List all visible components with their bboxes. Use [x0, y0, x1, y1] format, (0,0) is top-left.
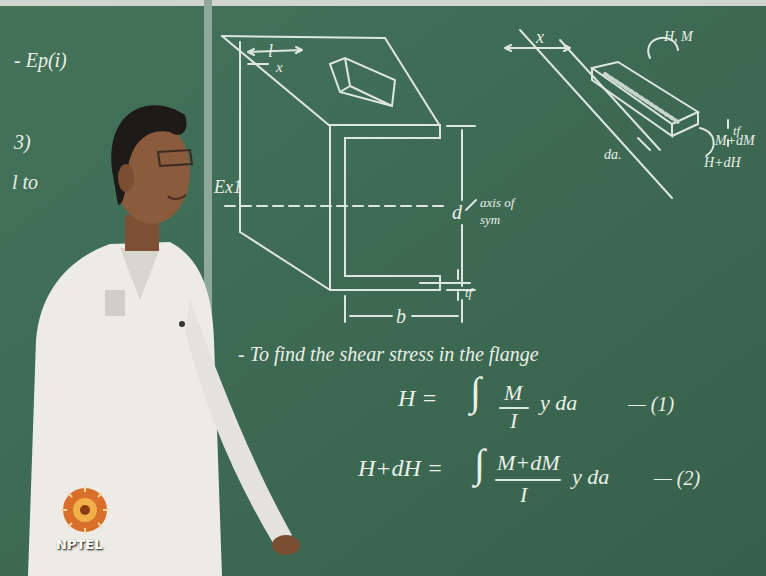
board-note: l to [12, 172, 38, 192]
integral-sign: ∫ [474, 444, 485, 484]
board-note: 3) [14, 132, 31, 152]
board-note: - Ep(i) [14, 50, 67, 70]
equation-number: — (2) [654, 468, 700, 488]
dimension: x [276, 60, 283, 75]
dimension: b [396, 306, 406, 326]
equation-part: I [520, 484, 527, 506]
dimension: Ex1 [214, 178, 242, 196]
equation-part: H+dH = [358, 456, 443, 480]
equation-part: y da [540, 392, 577, 414]
equation-number: — (1) [628, 394, 674, 414]
dimension: l [268, 42, 273, 60]
equation-part: M+dM [497, 452, 560, 474]
integral-sign: ∫ [470, 372, 481, 412]
equation-part: y da [572, 466, 609, 488]
logo-text: NPTEL [56, 538, 102, 551]
force-label: H, M [664, 30, 693, 44]
equation-part: H = [398, 386, 438, 410]
force-label: H+dH [704, 156, 741, 170]
board-heading: - To find the shear stress in the flange [238, 344, 539, 364]
equation-part: I [510, 410, 517, 432]
equation-part: M [504, 382, 522, 404]
dimension: d [452, 202, 462, 222]
axis-label: axis of [480, 196, 514, 209]
area-label: da. [604, 148, 622, 162]
dimension: tf [465, 286, 472, 299]
force-label: M+dM [715, 134, 755, 148]
dimension: x [536, 28, 544, 46]
axis-label: sym [480, 213, 500, 226]
